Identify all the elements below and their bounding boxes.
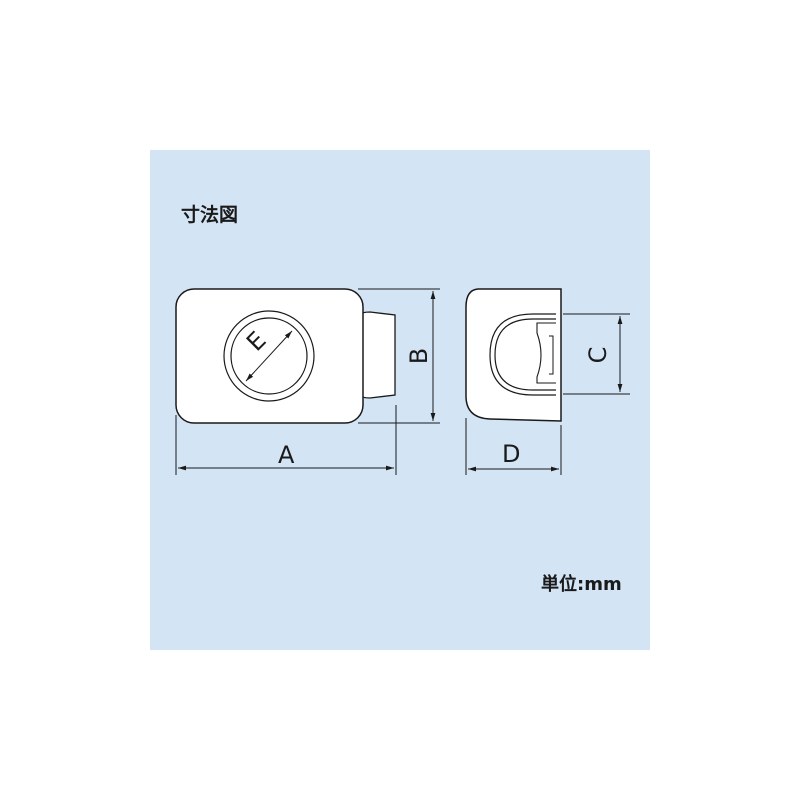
label-a: A bbox=[278, 441, 295, 469]
front-view bbox=[175, 288, 440, 475]
label-c: C bbox=[584, 347, 612, 364]
dimension-e-line bbox=[245, 330, 293, 382]
label-d: D bbox=[502, 440, 520, 468]
side-view bbox=[465, 288, 630, 475]
diagram-title: 寸法図 bbox=[181, 204, 239, 226]
unit-label: 単位:mm bbox=[541, 574, 622, 595]
label-b: B bbox=[405, 348, 433, 364]
